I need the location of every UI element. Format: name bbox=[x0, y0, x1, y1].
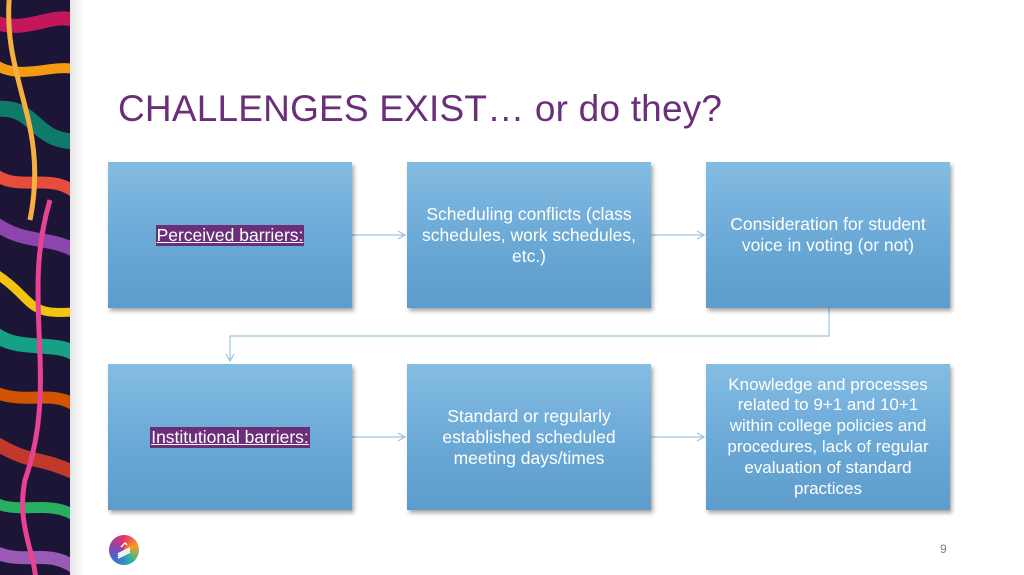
scheduling-conflicts-box: Scheduling conflicts (class schedules, w… bbox=[407, 162, 651, 308]
meeting-days-text: Standard or regularly established schedu… bbox=[442, 405, 616, 468]
college-logo-icon bbox=[109, 535, 139, 565]
student-voice-text: Consideration for student voice in votin… bbox=[730, 214, 926, 255]
decorative-art-strip bbox=[0, 0, 70, 575]
arrow-3-4 bbox=[225, 308, 830, 363]
student-voice-box: Consideration for student voice in votin… bbox=[706, 162, 950, 308]
slide-title: CHALLENGES EXIST… or do they? bbox=[118, 88, 723, 129]
page-number: 9 bbox=[940, 542, 947, 556]
policies-knowledge-text: Knowledge and processes related to 9+1 a… bbox=[727, 374, 929, 498]
meeting-days-box: Standard or regularly established schedu… bbox=[407, 364, 651, 510]
institutional-barriers-label: Institutional barriers: bbox=[150, 426, 310, 448]
strip-shadow bbox=[70, 0, 84, 575]
scheduling-conflicts-text: Scheduling conflicts (class schedules, w… bbox=[422, 203, 636, 266]
institutional-barriers-box: Institutional barriers: bbox=[108, 364, 352, 510]
policies-knowledge-box: Knowledge and processes related to 9+1 a… bbox=[706, 364, 950, 510]
perceived-barriers-label: Perceived barriers: bbox=[155, 224, 305, 246]
perceived-barriers-box: Perceived barriers: bbox=[108, 162, 352, 308]
